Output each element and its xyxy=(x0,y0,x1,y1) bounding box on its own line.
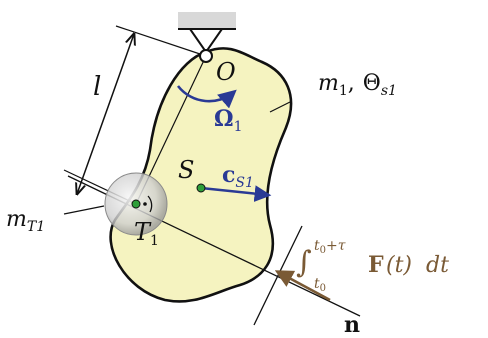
right-angle-marker xyxy=(147,195,153,213)
label-normal: n xyxy=(344,312,360,338)
svg-text:(t): (t) xyxy=(386,253,412,278)
impact-point-t1 xyxy=(131,199,141,209)
length-dimension-arrow xyxy=(77,34,134,194)
pivot-bearing xyxy=(188,28,224,54)
svg-text:dt: dt xyxy=(426,253,449,278)
velocity-arrow xyxy=(200,185,272,202)
label-pivot-o: O xyxy=(216,58,236,86)
svg-text:F: F xyxy=(368,252,384,278)
angular-velocity-arrow xyxy=(176,85,237,109)
label-impact-point: T1 xyxy=(134,218,159,249)
pivot-o xyxy=(199,49,213,63)
label-impulse-integral: ∫ t0+τ t0 F (t) dt xyxy=(296,238,449,294)
label-angular-velocity: Ω1 xyxy=(214,106,243,135)
center-of-mass-point xyxy=(196,183,206,193)
label-impact-mass: mT1 xyxy=(6,207,45,235)
label-center-of-mass: S xyxy=(178,156,194,184)
impulse-arrow xyxy=(274,270,331,302)
label-velocity: cS1 xyxy=(222,162,254,191)
right-angle-dot xyxy=(143,202,147,206)
label-length: l xyxy=(93,72,101,102)
svg-text:t0: t0 xyxy=(314,276,326,294)
label-leader-impact-mass xyxy=(63,205,105,215)
label-mass-inertia: m1,Θs1 xyxy=(318,71,397,99)
svg-text:∫: ∫ xyxy=(296,245,312,280)
svg-text:t0+τ: t0+τ xyxy=(314,238,346,256)
length-extension-top xyxy=(115,25,207,57)
label-leader-mass xyxy=(269,101,291,113)
rigid-body xyxy=(109,47,293,303)
ceiling-support xyxy=(178,12,236,29)
